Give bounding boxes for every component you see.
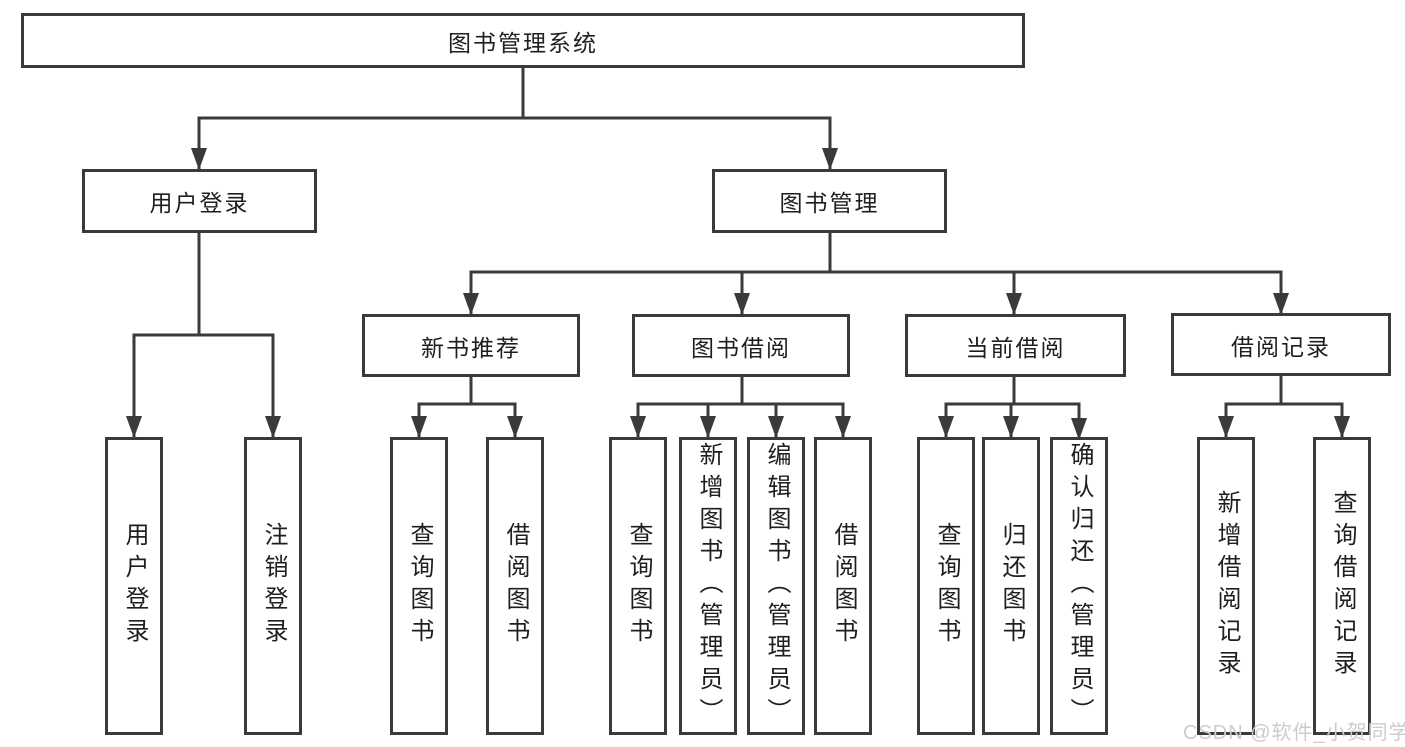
leaf-logout-label: 注销登录	[260, 522, 287, 650]
node-current-borrowing-label: 当前借阅	[965, 334, 1066, 361]
node-root-label: 图书管理系统	[448, 29, 598, 56]
leaf-edit-books-admin: 编辑图书（管理员）	[747, 437, 805, 735]
leaf-add-borrow-record-label: 新增借阅记录	[1213, 490, 1240, 682]
leaf-query-borrow-record: 查询借阅记录	[1313, 437, 1371, 735]
leaf-borrowing-query-books-label: 查询图书	[625, 522, 652, 650]
node-new-book-recommend: 新书推荐	[362, 314, 580, 377]
node-user-login-label: 用户登录	[149, 190, 250, 216]
leaf-user-login: 用户登录	[105, 437, 163, 735]
leaf-borrowing-query-books: 查询图书	[609, 437, 667, 735]
node-book-management: 图书管理	[712, 169, 947, 233]
leaf-edit-books-admin-label: 编辑图书（管理员）	[763, 442, 790, 730]
leaf-add-borrow-record: 新增借阅记录	[1197, 437, 1255, 735]
node-root: 图书管理系统	[21, 13, 1025, 68]
leaf-newbook-query-books-label: 查询图书	[406, 522, 433, 650]
connector-user-login-split	[132, 226, 275, 337]
leaf-current-query-books-label: 查询图书	[933, 522, 960, 650]
leaf-current-query-books: 查询图书	[917, 437, 975, 735]
node-borrow-records-label: 借阅记录	[1231, 333, 1331, 360]
node-current-borrowing: 当前借阅	[905, 314, 1126, 377]
leaf-newbook-borrow-books-label: 借阅图书	[502, 522, 529, 650]
node-user-login: 用户登录	[82, 169, 317, 233]
node-new-book-recommend-label: 新书推荐	[421, 334, 521, 361]
node-book-management-label: 图书管理	[779, 190, 880, 216]
leaf-return-books: 归还图书	[982, 437, 1040, 735]
node-book-borrowing-label: 图书借阅	[691, 334, 791, 361]
leaf-newbook-borrow-books: 借阅图书	[486, 437, 544, 735]
leaf-add-books-admin: 新增图书（管理员）	[679, 437, 737, 735]
leaf-confirm-return-admin-label: 确认归还（管理员）	[1066, 442, 1093, 730]
leaf-return-books-label: 归还图书	[998, 522, 1025, 650]
node-book-borrowing: 图书借阅	[632, 314, 850, 377]
leaf-user-login-label: 用户登录	[121, 522, 148, 650]
connector-root-split	[197, 58, 832, 120]
leaf-query-borrow-record-label: 查询借阅记录	[1329, 490, 1356, 682]
leaf-add-books-admin-label: 新增图书（管理员）	[695, 442, 722, 730]
leaf-borrowing-borrow-books-label: 借阅图书	[830, 522, 857, 650]
leaf-newbook-query-books: 查询图书	[390, 437, 448, 735]
leaf-borrowing-borrow-books: 借阅图书	[814, 437, 872, 735]
node-borrow-records: 借阅记录	[1171, 313, 1391, 376]
csdn-watermark: CSDN @软件_小贺同学	[1183, 722, 1405, 744]
leaf-logout: 注销登录	[244, 437, 302, 735]
connector-book-mgmt-split	[469, 226, 1283, 274]
leaf-confirm-return-admin: 确认归还（管理员）	[1050, 437, 1108, 735]
